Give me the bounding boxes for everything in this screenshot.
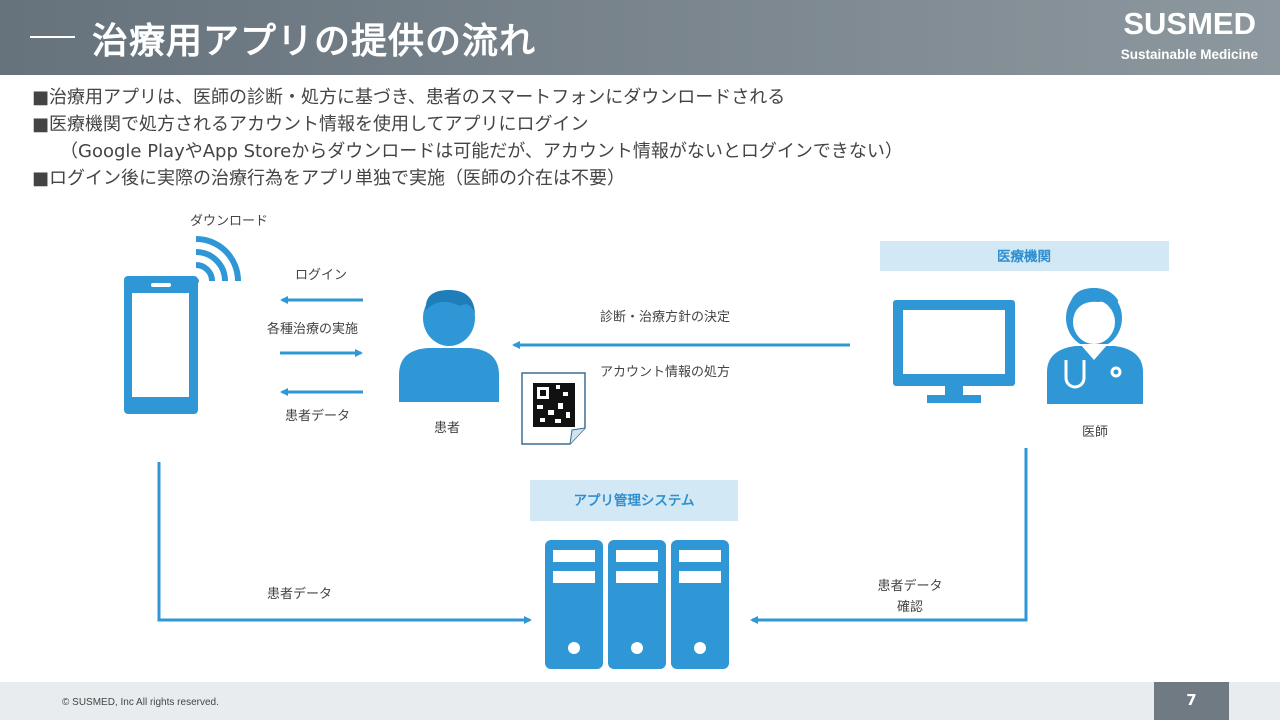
- bullet-list: ■治療用アプリは、医師の診断・処方に基づき、患者のスマートフォンにダウンロードさ…: [32, 84, 903, 192]
- bullet-item: ■医療機関で処方されるアカウント情報を使用してアプリにログイン: [32, 114, 589, 135]
- patient-data-label: 患者データ: [285, 408, 350, 424]
- doctor-icon: [1047, 288, 1143, 404]
- bullet-item: ■ログイン後に実際の治療行為をアプリ単独で実施（医師の介在は不要）: [32, 168, 626, 189]
- page-number: 7: [1154, 682, 1229, 720]
- qr-code-document-icon: [521, 372, 586, 445]
- treatment-label: 各種治療の実施: [267, 321, 358, 337]
- smartphone-icon: [124, 276, 198, 414]
- patient-data-bottom-label: 患者データ: [267, 586, 332, 602]
- title-dash: [30, 36, 75, 38]
- login-label: ログイン: [295, 268, 347, 283]
- patient-data-check-label: 患者データ: [877, 578, 942, 594]
- bullet-note: （Google PlayやApp Storeからダウンロードは可能だが、アカウン…: [60, 141, 903, 162]
- data-check-arrow: [750, 448, 1028, 624]
- server-icon: [545, 540, 729, 669]
- diagnosis-label: 診断・治療方針の決定: [600, 309, 730, 325]
- header-banner: 治療用アプリの提供の流れ SUSMED Sustainable Medicine: [0, 0, 1280, 75]
- wifi-icon: [193, 236, 241, 284]
- monitor-icon: [893, 300, 1015, 403]
- institution-label: 医療機関: [997, 248, 1051, 265]
- copyright: © SUSMED, Inc All rights reserved.: [62, 697, 219, 708]
- system-label: アプリ管理システム: [573, 492, 694, 509]
- patient-icon: [399, 290, 499, 402]
- patient-data-to-system-arrow: [157, 462, 532, 624]
- bullet-item: ■治療用アプリは、医師の診断・処方に基づき、患者のスマートフォンにダウンロードさ…: [32, 87, 786, 108]
- system-header: [530, 480, 738, 521]
- patient-label: 患者: [434, 421, 460, 436]
- page-title: 治療用アプリの提供の流れ: [92, 21, 537, 62]
- footer: [0, 682, 1280, 720]
- institution-header: [880, 241, 1169, 271]
- download-label: ダウンロード: [190, 214, 268, 229]
- check-label: 確認: [897, 599, 923, 615]
- brand-logo: SUSMED: [1123, 6, 1256, 41]
- brand-tagline: Sustainable Medicine: [1120, 47, 1258, 62]
- doctor-label: 医師: [1082, 425, 1108, 440]
- account-prescription-label: アカウント情報の処方: [600, 364, 730, 380]
